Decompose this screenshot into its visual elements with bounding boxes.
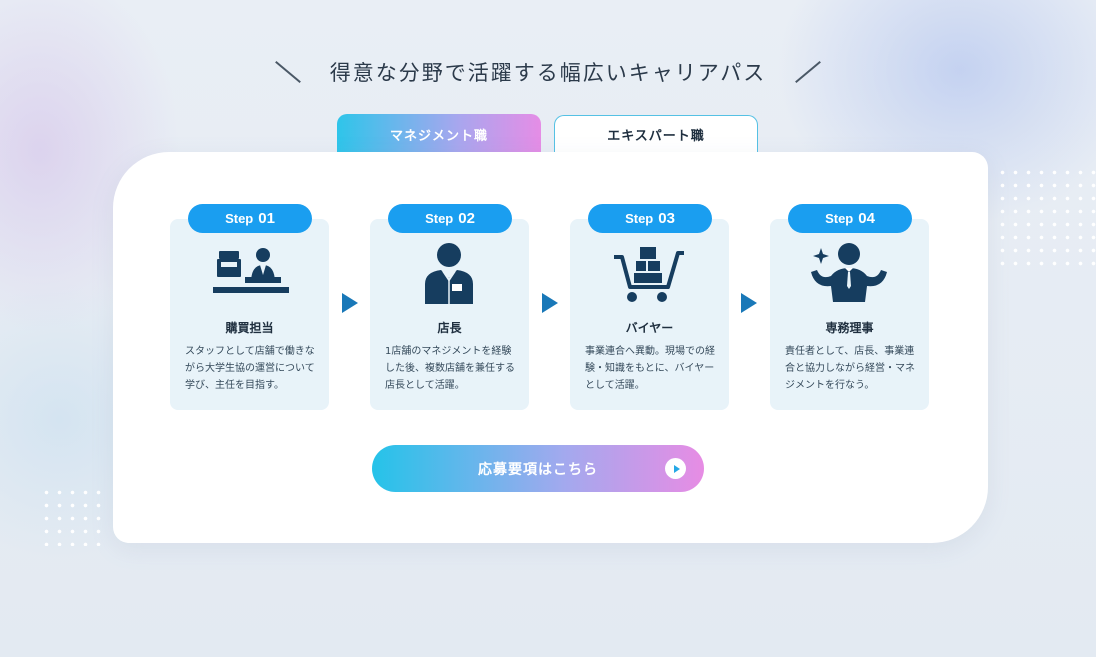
step-arrow-icon <box>542 293 558 313</box>
step-title: 購買担当 <box>225 321 274 335</box>
step-badge-number: 04 <box>858 210 875 227</box>
page-title: 得意な分野で活躍する幅広いキャリアパス <box>329 61 767 85</box>
step-badge: Step 03 <box>588 204 712 233</box>
cashier-icon <box>206 241 292 305</box>
step-arrow-icon <box>741 293 757 313</box>
decorative-dot-grid <box>996 166 1096 270</box>
step-badge-label: Step <box>425 211 454 226</box>
step-card: Step 01 購買担当 スタッフとして店舗で働きながら大学生協の運営について学… <box>170 204 329 410</box>
step-badge-number: 01 <box>258 210 275 227</box>
step-badge-label: Step <box>225 211 254 226</box>
step-badge-number: 03 <box>658 210 675 227</box>
tab-management[interactable]: マネジメント職 <box>337 114 541 154</box>
step-title: 店長 <box>437 321 462 335</box>
heading-decoration-line <box>795 60 822 84</box>
executive-icon <box>806 241 892 305</box>
apply-button[interactable]: 応募要項はこちら <box>372 445 704 492</box>
step-title: 専務理事 <box>825 321 874 335</box>
step-description: 1店舗のマネジメントを経験した後、複数店舗を兼任する店長として活躍。 <box>385 346 515 391</box>
step-card: Step 03 バイヤー 事業連合へ異動。現場での経験・知識をもとに、バイヤーと… <box>570 204 729 410</box>
step-description: スタッフとして店舗で働きながら大学生協の運営について学び、主任を目指す。 <box>185 346 315 391</box>
section-heading: 得意な分野で活躍する幅広いキャリアパス <box>0 52 1096 92</box>
shopping-cart-icon <box>606 241 692 305</box>
step-badge: Step 04 <box>788 204 912 233</box>
step-title: バイヤー <box>625 321 674 335</box>
step-badge-label: Step <box>825 211 854 226</box>
step-badge: Step 01 <box>188 204 312 233</box>
apply-button-label: 応募要項はこちら <box>478 461 598 478</box>
tab-expert[interactable]: エキスパート職 <box>554 115 758 152</box>
step-description: 責任者として、店長、事業連合と協力しながら経営・マネジメントを行なう。 <box>785 346 915 391</box>
step-badge-label: Step <box>625 211 654 226</box>
play-circle-icon <box>665 458 686 479</box>
step-badge-number: 02 <box>458 210 475 227</box>
step-arrow-icon <box>342 293 358 313</box>
step-description: 事業連合へ異動。現場での経験・知識をもとに、バイヤーとして活躍。 <box>585 346 715 391</box>
step-badge: Step 02 <box>388 204 512 233</box>
step-card: Step 04 専務理事 責任者として、店長、事業連合と協力しながら経営・マネジ… <box>770 204 929 410</box>
store-manager-icon <box>406 241 492 305</box>
step-card: Step 02 店長 1店舗のマネジメントを経験した後、複数店舗を兼任する店長と… <box>370 204 529 410</box>
decorative-dot-grid <box>40 486 104 546</box>
heading-decoration-line <box>274 60 301 84</box>
